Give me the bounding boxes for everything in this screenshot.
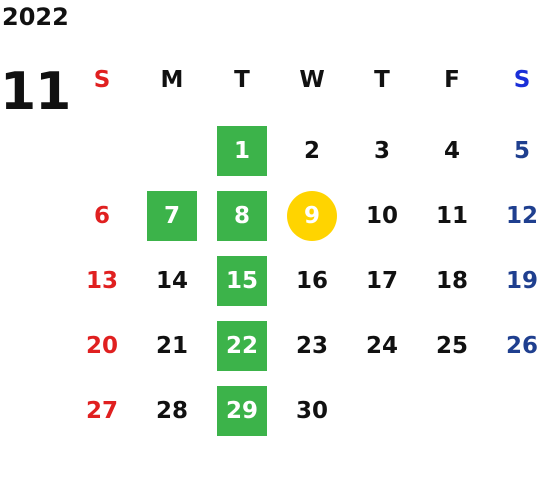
- day-cell-scheduled[interactable]: 7: [137, 183, 207, 248]
- day-number: 8: [217, 190, 267, 241]
- day-cell-scheduled[interactable]: 15: [207, 248, 277, 313]
- day-number: 2: [303, 137, 320, 164]
- day-cell[interactable]: 4: [417, 118, 487, 183]
- day-number: 30: [295, 397, 328, 424]
- weekday-label: T: [234, 67, 250, 93]
- day-number: 27: [85, 397, 118, 424]
- day-number: 21: [155, 332, 188, 359]
- day-cell[interactable]: 27: [67, 378, 137, 443]
- day-cell[interactable]: 25: [417, 313, 487, 378]
- day-cell[interactable]: 18: [417, 248, 487, 313]
- day-cell[interactable]: 11: [417, 183, 487, 248]
- day-cell-scheduled[interactable]: 29: [207, 378, 277, 443]
- day-number: 24: [365, 332, 398, 359]
- weekday-label: M: [160, 67, 184, 93]
- day-cell[interactable]: 28: [137, 378, 207, 443]
- day-cell-scheduled[interactable]: 1: [207, 118, 277, 183]
- day-cell[interactable]: 19: [487, 248, 548, 313]
- day-number: 6: [93, 202, 110, 229]
- weekday-label: S: [513, 67, 531, 93]
- day-cell[interactable]: 5: [487, 118, 548, 183]
- day-number: 15: [217, 255, 267, 306]
- day-number: 4: [443, 137, 460, 164]
- day-number: 18: [435, 267, 468, 294]
- empty-day-cell: [137, 118, 207, 183]
- day-cell[interactable]: 3: [347, 118, 417, 183]
- day-cell[interactable]: 30: [277, 378, 347, 443]
- day-number: 10: [365, 202, 398, 229]
- day-number: 9: [287, 190, 337, 241]
- day-number: 3: [373, 137, 390, 164]
- day-cell[interactable]: 6: [67, 183, 137, 248]
- day-cell[interactable]: 2: [277, 118, 347, 183]
- empty-day-cell: [67, 118, 137, 183]
- day-cell[interactable]: 12: [487, 183, 548, 248]
- day-number: 12: [505, 202, 538, 229]
- day-cell[interactable]: 13: [67, 248, 137, 313]
- day-cell[interactable]: 24: [347, 313, 417, 378]
- weekday-label: S: [93, 67, 111, 93]
- day-number: 20: [85, 332, 118, 359]
- day-number: 1: [217, 125, 267, 176]
- day-number: [427, 386, 477, 436]
- day-number: [77, 126, 127, 176]
- day-number: 7: [147, 190, 197, 241]
- year-label: 2022: [2, 3, 69, 31]
- day-number: [147, 126, 197, 176]
- day-cell[interactable]: 17: [347, 248, 417, 313]
- day-cell[interactable]: 16: [277, 248, 347, 313]
- day-cell-today[interactable]: 9: [277, 183, 347, 248]
- day-cell[interactable]: 20: [67, 313, 137, 378]
- day-number: [497, 386, 547, 436]
- day-number: 13: [85, 267, 118, 294]
- day-cell-scheduled[interactable]: 22: [207, 313, 277, 378]
- empty-day-cell: [487, 378, 548, 443]
- weekday-label: W: [299, 67, 325, 93]
- day-number: 25: [435, 332, 468, 359]
- day-number: 14: [155, 267, 188, 294]
- empty-day-cell: [417, 378, 487, 443]
- day-number: 19: [505, 267, 538, 294]
- day-number: 23: [295, 332, 328, 359]
- day-number: 26: [505, 332, 538, 359]
- day-cell[interactable]: 14: [137, 248, 207, 313]
- day-cell[interactable]: 23: [277, 313, 347, 378]
- day-cell-scheduled[interactable]: 8: [207, 183, 277, 248]
- day-number: 16: [295, 267, 328, 294]
- day-number: [357, 386, 407, 436]
- day-number: 29: [217, 385, 267, 436]
- weekday-label: F: [444, 67, 460, 93]
- day-number: 22: [217, 320, 267, 371]
- month-label: 11: [0, 62, 71, 122]
- day-cell[interactable]: 26: [487, 313, 548, 378]
- weekday-label: T: [374, 67, 390, 93]
- day-number: 11: [435, 202, 468, 229]
- day-number: 28: [155, 397, 188, 424]
- day-number: 5: [513, 137, 530, 164]
- empty-day-cell: [347, 378, 417, 443]
- day-number: 17: [365, 267, 398, 294]
- day-cell[interactable]: 21: [137, 313, 207, 378]
- day-cell[interactable]: 10: [347, 183, 417, 248]
